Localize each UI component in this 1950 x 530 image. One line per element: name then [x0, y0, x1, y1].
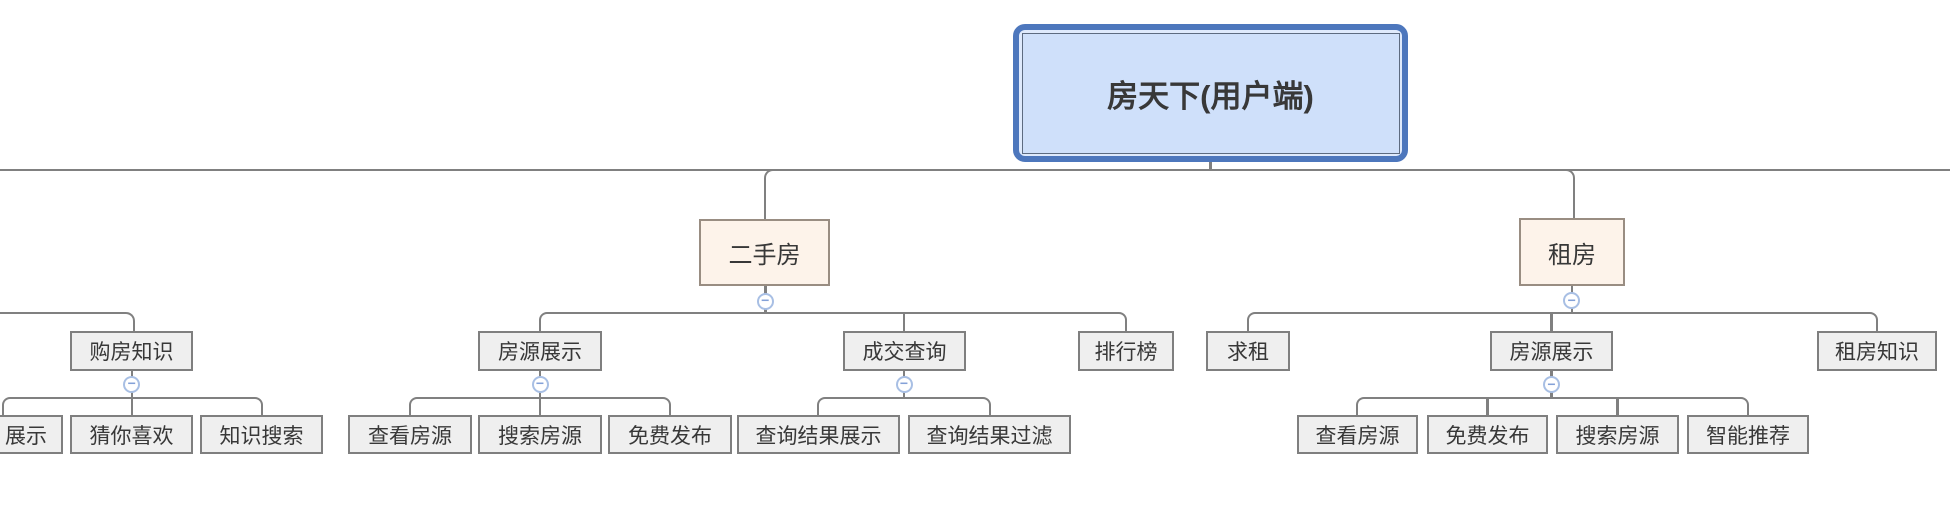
node-free-publish-1[interactable]: 免费发布: [608, 415, 732, 454]
node-label: 查询结果展示: [755, 424, 882, 448]
collapse-button-listing-display-2[interactable]: −: [1543, 376, 1560, 393]
connector-bracket-rent: [1246, 311, 1879, 332]
connector-bracket-secondhand: [538, 312, 1128, 332]
collapse-button-deal-query[interactable]: −: [895, 375, 913, 393]
connector-purchase-mid-drop: [130, 397, 133, 416]
node-label: 租房知识: [1835, 341, 1919, 364]
node-label: 排行榜: [1094, 341, 1158, 364]
connector-bracket-dealquery: [817, 396, 991, 416]
node-seek-rent[interactable]: 求租: [1206, 331, 1290, 371]
node-free-publish-2[interactable]: 免费发布: [1427, 415, 1548, 454]
connector-top-line: [0, 168, 1950, 171]
node-label: 查看房源: [368, 424, 452, 448]
node-label: 求租: [1227, 341, 1269, 364]
node-root-inner: 房天下(用户端): [1021, 32, 1400, 154]
minus-icon: −: [127, 375, 136, 391]
connector-elbow-rent: [1558, 168, 1575, 221]
node-label: 查询结果过滤: [926, 424, 1053, 448]
minus-icon: −: [761, 292, 770, 308]
node-label: 搜索房源: [1575, 424, 1660, 448]
connector-elbow-secondhand: [764, 168, 780, 222]
minus-icon: −: [1567, 291, 1576, 308]
node-secondhand[interactable]: 二手房: [699, 219, 830, 286]
minus-icon: −: [1547, 375, 1556, 392]
connector-rentlisting-drop: [1550, 312, 1553, 331]
node-label: 免费发布: [1445, 424, 1530, 448]
node-search-listing-1[interactable]: 搜索房源: [478, 415, 602, 454]
node-label: 知识搜索: [219, 424, 304, 448]
node-root-label: 房天下(用户端): [1107, 78, 1314, 114]
node-label: 猜你喜欢: [89, 424, 174, 448]
connector-listing2-mid-drop-1: [1486, 397, 1489, 416]
minus-icon: −: [899, 375, 909, 391]
minus-icon: −: [535, 375, 545, 391]
connector-listing1-mid-drop: [538, 397, 542, 416]
node-label: 房源展示: [1509, 341, 1594, 364]
collapse-button-rent[interactable]: −: [1563, 291, 1581, 309]
node-knowledge-search[interactable]: 知识搜索: [200, 415, 323, 454]
node-label: 成交查询: [862, 341, 947, 364]
collapse-button-secondhand[interactable]: −: [756, 292, 774, 310]
node-guess-you-like[interactable]: 猜你喜欢: [70, 415, 193, 454]
node-query-result-filter[interactable]: 查询结果过滤: [908, 415, 1071, 454]
node-rent[interactable]: 租房: [1519, 218, 1625, 286]
node-display-partial[interactable]: 展示: [0, 415, 63, 454]
node-label: 查看房源: [1315, 424, 1400, 448]
collapse-button-purchase-knowledge[interactable]: −: [123, 375, 141, 393]
node-label: 租房: [1548, 241, 1596, 269]
collapse-button-listing-display-1[interactable]: −: [531, 375, 549, 393]
node-deal-query[interactable]: 成交查询: [843, 331, 966, 371]
node-listing-display-2[interactable]: 房源展示: [1490, 331, 1613, 371]
connector-dealquery-drop: [902, 313, 906, 331]
node-label: 搜索房源: [498, 424, 582, 448]
node-label: 二手房: [728, 242, 801, 269]
node-label: 房源展示: [498, 341, 582, 364]
node-root[interactable]: 房天下(用户端): [1013, 24, 1408, 162]
node-listing-display-1[interactable]: 房源展示: [478, 331, 602, 371]
node-label: 免费发布: [628, 424, 712, 448]
node-ranking[interactable]: 排行榜: [1078, 331, 1174, 371]
node-label: 展示: [5, 424, 47, 448]
node-view-listing-1[interactable]: 查看房源: [348, 415, 472, 454]
connector-listing2-mid-drop-2: [1616, 397, 1619, 416]
connector-bracket-listing2: [1356, 396, 1749, 416]
connector-purchase-parent-line: [0, 312, 135, 334]
node-query-result-display[interactable]: 查询结果展示: [737, 415, 900, 454]
node-search-listing-2[interactable]: 搜索房源: [1556, 415, 1679, 454]
node-purchase-knowledge[interactable]: 购房知识: [70, 331, 193, 371]
node-label: 购房知识: [89, 341, 174, 364]
node-label: 智能推荐: [1706, 424, 1790, 448]
node-smart-recommend[interactable]: 智能推荐: [1687, 415, 1809, 454]
connector-root-drop: [1209, 160, 1212, 171]
node-view-listing-2[interactable]: 查看房源: [1297, 415, 1418, 454]
node-rent-knowledge[interactable]: 租房知识: [1817, 331, 1937, 371]
